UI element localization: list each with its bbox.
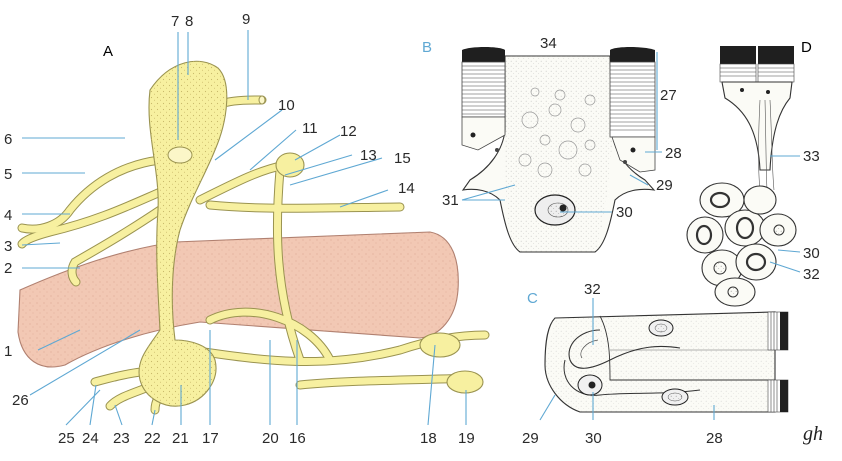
label-7: 7 <box>171 13 179 30</box>
panel-label-d: D <box>801 39 812 56</box>
label-26: 26 <box>12 392 29 409</box>
panel-label-c: C <box>527 290 538 307</box>
label-3: 3 <box>4 238 12 255</box>
panel-label-a: A <box>103 43 113 60</box>
label-29: 29 <box>656 177 673 194</box>
label-6: 6 <box>4 131 12 148</box>
panel-c: C 32 29 30 28 <box>522 281 789 447</box>
label-c-28: 28 <box>706 430 723 447</box>
leader-lines-b <box>461 52 662 213</box>
label-14: 14 <box>398 180 415 197</box>
leader-lines-c <box>539 298 715 421</box>
panel-b: B 34 <box>422 35 682 253</box>
label-17: 17 <box>202 430 219 447</box>
panel-a: A <box>4 11 490 447</box>
label-33: 33 <box>803 148 820 165</box>
label-13: 13 <box>360 147 377 164</box>
panel-label-b: B <box>422 39 432 56</box>
label-27: 27 <box>660 87 677 104</box>
label-d-30: 30 <box>803 245 820 262</box>
label-c-32: 32 <box>584 281 601 298</box>
label-25: 25 <box>58 430 75 447</box>
label-2: 2 <box>4 260 12 277</box>
label-20: 20 <box>262 430 279 447</box>
label-19: 19 <box>458 430 475 447</box>
label-d-32: 32 <box>803 266 820 283</box>
label-c-30: 30 <box>585 430 602 447</box>
label-8: 8 <box>185 13 193 30</box>
label-31: 31 <box>442 192 459 209</box>
label-15: 15 <box>394 150 411 167</box>
leader-lines-d <box>769 155 801 273</box>
label-11: 11 <box>302 120 318 137</box>
label-10: 10 <box>278 97 295 114</box>
label-16: 16 <box>289 430 306 447</box>
leader-lines-a <box>21 30 467 426</box>
label-5: 5 <box>4 166 12 183</box>
label-34: 34 <box>540 35 557 52</box>
panel-d: D <box>686 39 820 307</box>
label-22: 22 <box>144 430 161 447</box>
label-12: 12 <box>340 123 357 140</box>
label-9: 9 <box>242 11 250 28</box>
label-18: 18 <box>420 430 437 447</box>
label-30: 30 <box>616 204 633 221</box>
cell-cluster <box>686 182 797 307</box>
label-4: 4 <box>4 207 12 224</box>
label-24: 24 <box>82 430 99 447</box>
label-c-29: 29 <box>522 430 539 447</box>
label-28: 28 <box>665 145 682 162</box>
artist-signature: gh <box>803 423 823 445</box>
label-1: 1 <box>4 343 12 360</box>
label-23: 23 <box>113 430 130 447</box>
label-21: 21 <box>172 430 189 447</box>
